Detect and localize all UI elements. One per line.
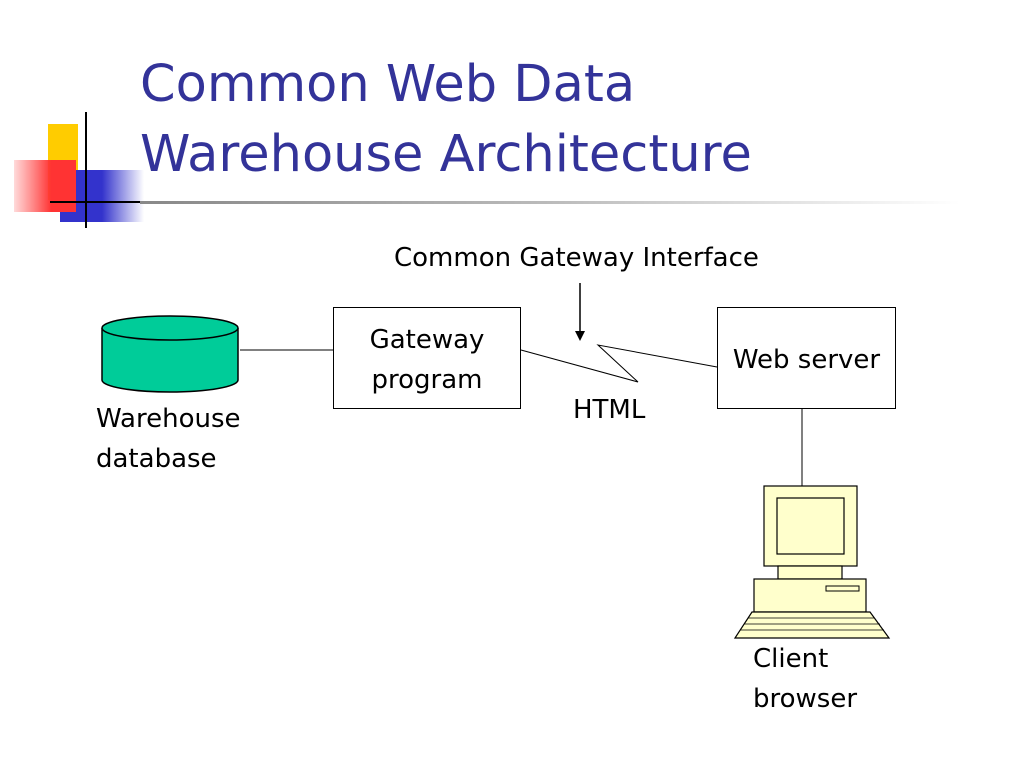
client-label-line-1: Client — [753, 644, 829, 674]
title-line-1: Common Web Data — [140, 55, 636, 114]
warehouse-label-line-2: database — [96, 444, 217, 474]
cgi-arrow-head — [575, 331, 585, 341]
keyboard-rows — [740, 617, 884, 631]
decor-red-square — [14, 160, 76, 212]
monitor-stand — [777, 565, 843, 580]
cylinder-body — [101, 328, 239, 393]
web-server-label: Web server — [732, 345, 881, 375]
client-label-line-2: browser — [753, 684, 858, 714]
warehouse-label-line-1: Warehouse — [96, 404, 241, 434]
warehouse-database-label: Warehouse database — [96, 399, 241, 479]
title-line-2: Warehouse Architecture — [140, 125, 752, 184]
cgi-label: Common Gateway Interface — [394, 243, 759, 273]
monitor-screen — [776, 497, 845, 555]
slide-title: Common Web Data Warehouse Architecture — [140, 50, 752, 190]
client-browser-label: Client browser — [753, 639, 857, 719]
disk-slot — [825, 585, 860, 592]
web-server-box: Web server — [717, 307, 896, 409]
cylinder-top — [101, 315, 239, 341]
system-unit — [753, 578, 867, 613]
keyboard — [733, 611, 891, 639]
gateway-to-webserver-connector — [520, 344, 718, 383]
gateway-program-box: Gateway program — [333, 307, 521, 409]
database-cylinder-icon — [101, 315, 239, 393]
corner-squares-icon — [14, 112, 144, 228]
gateway-box-line-1: Gateway — [369, 325, 485, 355]
title-underline — [140, 201, 960, 204]
gateway-box-line-2: program — [371, 365, 483, 395]
html-label: HTML — [573, 395, 646, 425]
desktop-computer-icon — [733, 485, 891, 639]
cgi-arrow — [575, 283, 585, 341]
